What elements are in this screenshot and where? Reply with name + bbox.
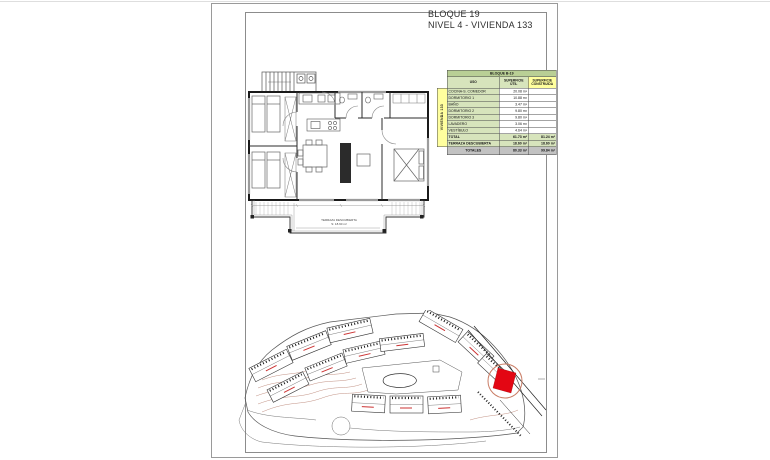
dining-table xyxy=(297,139,328,173)
screenshot-top-edge xyxy=(0,1,770,2)
table-row: VIVIENDA 133 COCINA-S. COMEDOR 20.08 m² xyxy=(437,88,557,147)
bathroom-fixtures xyxy=(339,93,384,104)
sheet-inner-frame xyxy=(245,12,547,453)
building-block xyxy=(304,352,348,382)
totales-construida: 99.84 m² xyxy=(527,146,557,155)
door-arcs xyxy=(282,91,397,173)
building-blocks xyxy=(248,310,509,415)
pool-area xyxy=(361,359,463,395)
table-row: VESTÍBULO 4.64 m² xyxy=(437,127,557,134)
sideboard xyxy=(356,153,371,167)
col-header-construida: SUPERFICIE CONSTRUIDA xyxy=(527,76,557,89)
wardrobes xyxy=(284,93,426,198)
vivienda-strip: VIVIENDA 133 xyxy=(437,88,448,147)
title-line-2: NIVEL 4 - VIVIENDA 133 xyxy=(428,19,533,30)
title-line-1: BLOQUE 19 xyxy=(428,9,480,19)
building-block xyxy=(351,393,386,414)
terrace: TERRAZA DESCUBIERTA S: 18.60 m² xyxy=(250,200,426,234)
highlight-circle xyxy=(487,363,523,399)
terrace-corner-posts xyxy=(250,215,424,233)
site-plan-drawing xyxy=(238,310,547,448)
totales-util: 80.33 m² xyxy=(499,146,529,155)
title-block: BLOQUE 19 NIVEL 4 - VIVIENDA 133 xyxy=(428,9,533,30)
site-boundary xyxy=(244,312,526,441)
pool xyxy=(382,373,417,388)
terrace-label: TERRAZA DESCUBIERTA xyxy=(321,218,357,222)
terrace-area-label: S: 18.60 m² xyxy=(331,222,347,226)
building-block xyxy=(266,371,310,403)
terrace-dimension-lines xyxy=(250,203,426,231)
area-table: BLOQUE B-19 USO SUPERFICIE ÚTIL SUPERFIC… xyxy=(437,70,557,155)
col-header-uso: USO xyxy=(447,76,500,89)
building-block xyxy=(326,317,374,344)
building-block xyxy=(286,330,332,361)
staircase xyxy=(261,71,317,93)
highlight-unit-fill xyxy=(492,367,517,394)
building-block xyxy=(342,340,386,364)
building-block xyxy=(389,395,424,414)
col-header-util: SUPERFICIE ÚTIL xyxy=(499,76,529,89)
highlighted-unit-marker xyxy=(487,363,545,399)
double-bed xyxy=(393,148,425,182)
bedroom-beds-left xyxy=(251,95,281,189)
kitchen-counter xyxy=(298,92,341,132)
building-block xyxy=(418,310,464,343)
floor-plan-drawing: TERRAZA DESCUBIERTA S: 18.60 m² xyxy=(247,71,430,234)
interior-walls xyxy=(249,92,428,200)
roads xyxy=(238,401,521,448)
totales-label: TOTALES xyxy=(447,146,500,155)
building-block xyxy=(379,333,425,352)
sheet-outer-frame xyxy=(211,3,558,458)
building-block xyxy=(248,348,294,383)
kitchen-island xyxy=(340,143,351,183)
total-row: TOTAL 61.73 m² 81.24 m² xyxy=(437,133,557,141)
terraza-row: TERRAZA DESCUBIERTA 18.60 m² 18.60 m² xyxy=(437,140,557,147)
totales-row: TOTALES 80.33 m² 99.84 m² xyxy=(437,146,557,155)
table-row: DORMITORIO 3 9.80 m² xyxy=(437,114,557,121)
table-row: LAVADERO 3.06 m² xyxy=(437,120,557,128)
building-block xyxy=(427,394,462,415)
